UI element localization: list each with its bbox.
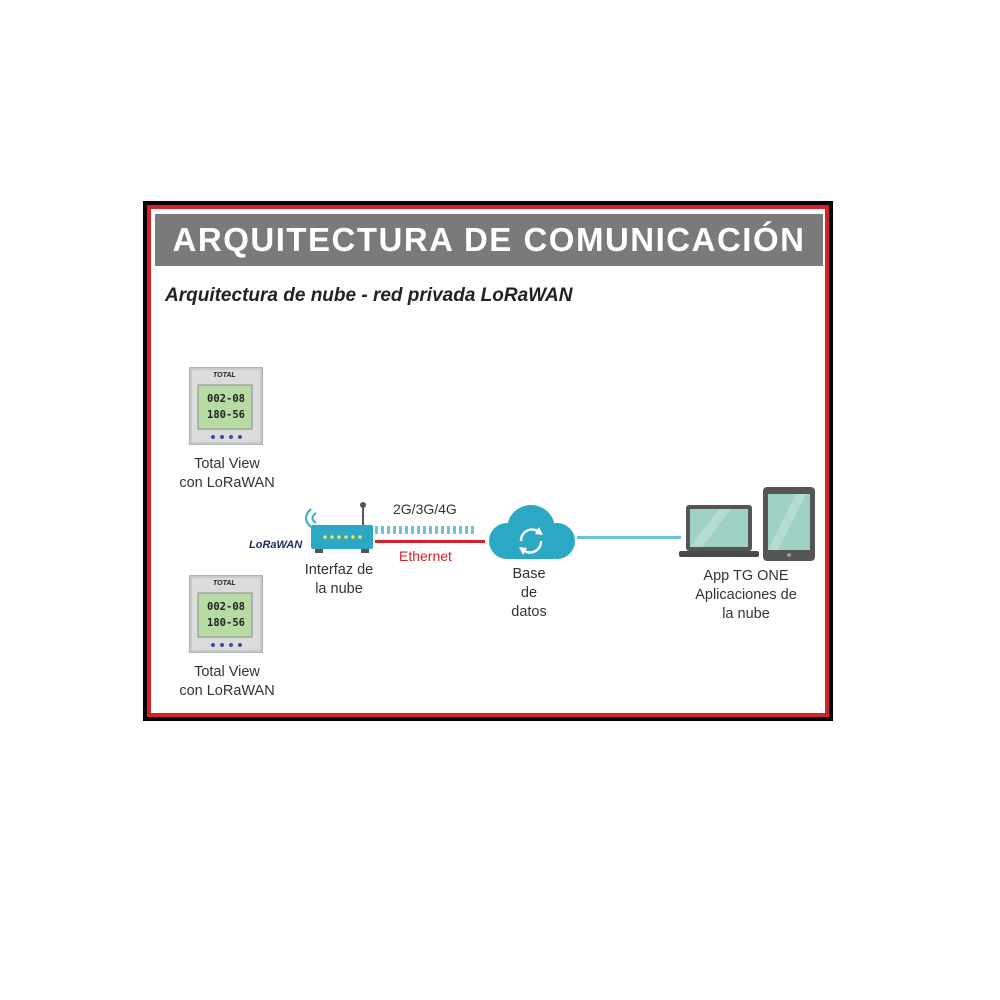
database-caption: Base de datos [489,565,569,622]
meter-caption-line2: con LoRaWAN [179,475,275,491]
meter-icon: TOTAL 002-08 180-56 [189,367,263,445]
laptop-icon [679,503,759,563]
meter-caption-line2: con LoRaWAN [179,683,275,699]
meter-caption-line1: Total View [194,664,260,680]
meter-caption: Total View con LoRaWAN [165,663,289,701]
cellular-link [375,524,479,536]
lorawan-logo: LoRaWAN [249,539,303,551]
diagram-subtitle: Arquitectura de nube - red privada LoRaW… [165,285,573,306]
cloud-sync-icon [481,501,581,567]
meter-brand: TOTAL [213,580,236,587]
gateway-caption-line2: la nube [315,581,363,597]
database-caption-line3: datos [511,604,547,620]
router-icon [309,499,375,557]
cloud-app-link [577,536,681,539]
meter-caption: Total View con LoRaWAN [165,455,289,493]
meter-readout-line2: 180-56 [207,409,245,421]
app-caption-line2: Aplicaciones de [695,587,797,603]
meter-readout-line2: 180-56 [207,617,245,629]
app-caption-line1: App TG ONE [703,568,789,584]
app-caption-line3: la nube [722,606,770,622]
database-caption-line1: Base [512,566,546,582]
gateway-caption-line1: Interfaz de [304,562,374,578]
tablet-icon [763,487,815,563]
meter-icon: TOTAL 002-08 180-56 [189,575,263,653]
meter-readout-line1: 002-08 [207,601,245,613]
database-caption-line2: de [520,585,538,601]
ethernet-link [375,540,485,543]
meter-caption-line1: Total View [194,456,260,472]
meter-readout-line1: 002-08 [207,393,245,405]
diagram-title: ARQUITECTURA DE COMUNICACIÓN [155,214,823,266]
cellular-label: 2G/3G/4G [393,501,457,517]
wifi-signal-icon [297,505,319,531]
meter-brand: TOTAL [213,372,236,379]
diagram-border: ARQUITECTURA DE COMUNICACIÓN Arquitectur… [147,205,829,717]
diagram-frame: ARQUITECTURA DE COMUNICACIÓN Arquitectur… [143,201,833,721]
ethernet-label: Ethernet [399,548,452,564]
gateway-caption: Interfaz de la nube [291,561,387,599]
app-caption: App TG ONE Aplicaciones de la nube [671,567,821,624]
